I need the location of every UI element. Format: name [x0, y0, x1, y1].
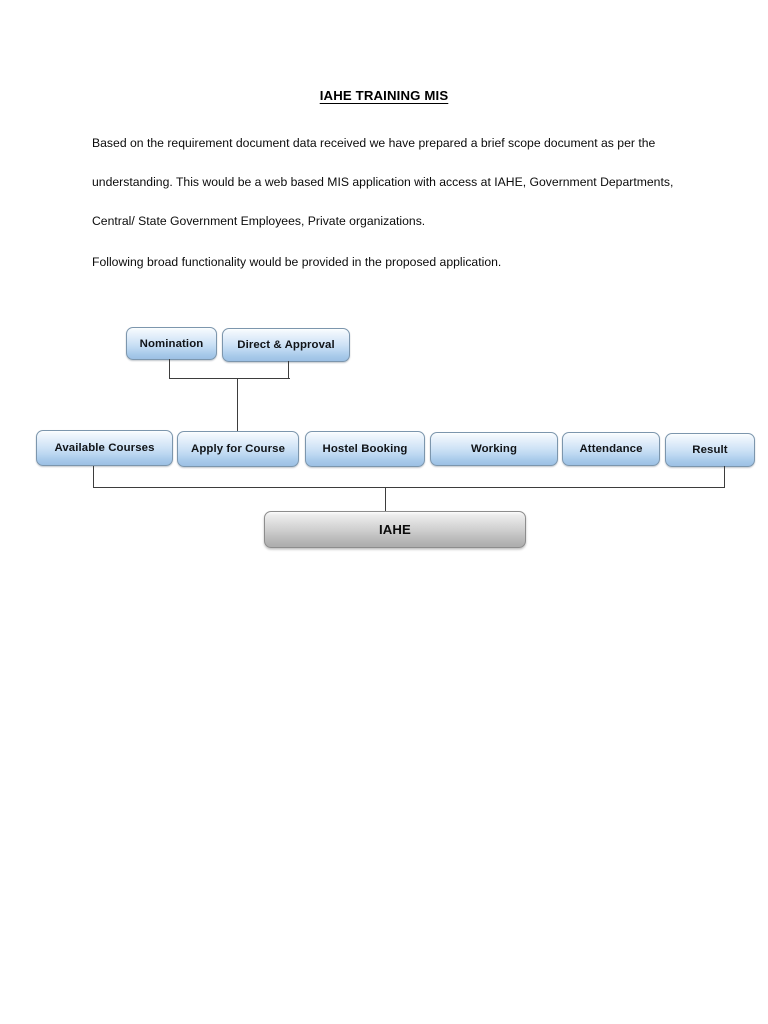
connector-top-to-apply [237, 378, 239, 431]
connector-result-stub [724, 466, 726, 488]
node-result: Result [665, 433, 755, 467]
node-hostel-booking-label: Hostel Booking [322, 443, 408, 455]
node-result-label: Result [692, 444, 728, 456]
node-iahe-root: IAHE [264, 511, 526, 548]
node-working: Working [430, 432, 558, 466]
node-available-courses: Available Courses [36, 430, 173, 466]
node-apply-for-course: Apply for Course [177, 431, 299, 467]
functionality-paragraph: Following broad functionality would be p… [92, 255, 502, 269]
page-title-text: IAHE TRAINING MIS [319, 88, 449, 103]
node-working-label: Working [470, 443, 518, 455]
page-title: IAHE TRAINING MIS [92, 88, 676, 103]
node-attendance-label: Attendance [579, 443, 643, 455]
node-direct-approval-label: Direct & Approval [237, 339, 335, 351]
node-nomination-label: Nomination [139, 337, 204, 350]
node-direct-approval: Direct & Approval [222, 328, 350, 362]
connector-bus-to-iahe [385, 487, 387, 512]
connector-direct-approval-stub [288, 361, 290, 379]
node-iahe-root-label: IAHE [379, 522, 411, 537]
intro-paragraph: Based on the requirement document data r… [92, 136, 674, 228]
connector-middle-bus [93, 487, 725, 489]
node-available-courses-label: Available Courses [54, 442, 155, 454]
connector-nomination-stub [169, 359, 171, 379]
node-hostel-booking: Hostel Booking [305, 431, 425, 467]
node-apply-for-course-label: Apply for Course [191, 443, 285, 455]
node-nomination: Nomination [126, 327, 217, 360]
connector-available-courses-stub [93, 466, 95, 488]
node-attendance: Attendance [562, 432, 660, 466]
connector-top-bus [169, 378, 290, 380]
